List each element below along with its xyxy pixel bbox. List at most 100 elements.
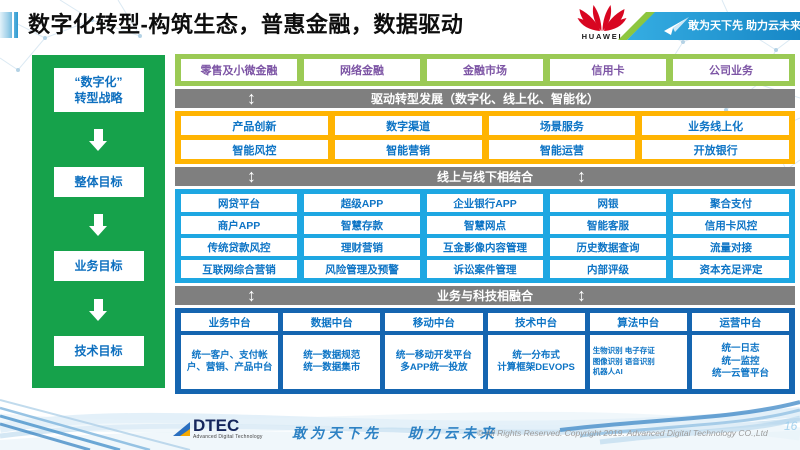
banner-slogan: 敢为天下先 助力云未来 [688, 20, 800, 32]
channels-section: 网贷平台 超级APP 企业银行APP 网银 聚合支付 商户APP 智慧存款 智慧… [175, 189, 795, 283]
title-accent-icon [0, 12, 18, 38]
platform-line: 统一客户、支付帐户、营销、产品中台 [186, 349, 273, 373]
platform-line: 统一数据规范 [303, 349, 361, 361]
huawei-flower-icon [577, 5, 627, 31]
channel-button: 风险管理及预警 [304, 260, 420, 278]
down-arrow-icon [89, 129, 107, 152]
copyright-text: © All Rights Reserved. Copyright 2019. A… [477, 428, 768, 438]
platform-column: 移动中台 统一移动开发平台 多APP统一投放 [385, 313, 483, 389]
page-number: 16 [784, 419, 798, 433]
platform-line: 机器人AI [592, 367, 623, 377]
channel-button: 资本充足评定 [673, 260, 789, 278]
business-line-button: 信用卡 [550, 59, 666, 81]
online-offline-label: 线上与线下相结合 [436, 170, 533, 184]
platform-header: 技术中台 [487, 313, 585, 331]
transform-button: 智能运营 [488, 140, 636, 159]
platform-line: 统一监控 [721, 355, 760, 367]
transform-button: 数字渠道 [334, 116, 482, 135]
down-arrow-icon [89, 298, 107, 321]
platform-content: 生物识别 电子存证 图像识别 语音识别 机器人AI [589, 335, 687, 389]
platform-line: 统一分布式 [512, 349, 560, 361]
channel-button: 诉讼案件管理 [427, 260, 543, 278]
channel-button: 聚合支付 [673, 194, 789, 212]
platform-line: 计算框架DEVOPS [497, 362, 575, 373]
platform-line: 统一数据集市 [303, 362, 361, 373]
strategy-line1: “数字化” [74, 74, 123, 89]
adtec-logo: DTEC Advanced Digital Technology [172, 416, 263, 440]
platform-column: 运营中台 统一日志 统一监控 统一云管平台 [691, 313, 790, 389]
updown-arrow-icon: ↕ [247, 166, 256, 186]
business-line-button: 零售及小微金融 [181, 59, 297, 81]
transform-section: 产品创新 数字渠道 场景服务 业务线上化 智能风控 智能营销 智能运营 开放银行 [175, 111, 795, 164]
business-line-button: 公司业务 [673, 59, 789, 81]
channel-button: 网贷平台 [181, 194, 297, 212]
updown-arrow-icon: ↕ [247, 285, 256, 305]
page-title: 数字化转型-构筑生态，普惠金融，数据驱动 [28, 12, 464, 37]
channel-button: 智慧存款 [304, 216, 420, 234]
transform-button: 开放银行 [642, 140, 789, 159]
business-line-button: 网络金融 [304, 59, 420, 81]
transform-button: 业务线上化 [642, 116, 789, 135]
platforms-section: 业务中台 统一客户、支付帐户、营销、产品中台 数据中台 统一数据规范 统一数据集… [175, 308, 795, 394]
channel-button: 超级APP [304, 194, 420, 212]
biz-tech-bar: ↕ 业务与科技相融合 ↕ [175, 285, 795, 305]
channel-button: 历史数据查询 [550, 238, 666, 256]
goal-box-technology: 技术目标 [53, 335, 144, 366]
business-lines-row: 零售及小微金融 网络金融 金融市场 信用卡 公司业务 [175, 54, 795, 86]
platform-content: 统一数据规范 统一数据集市 [283, 335, 381, 389]
drive-transform-label: 驱动转型发展（数字化、线上化、智能化） [370, 92, 599, 106]
platform-column: 技术中台 统一分布式 计算框架DEVOPS [487, 313, 585, 389]
channel-button: 互联网综合营销 [181, 260, 297, 278]
adtec-arrow-icon [173, 422, 190, 436]
channel-button: 商户APP [181, 216, 297, 234]
channel-button: 企业银行APP [427, 194, 543, 212]
sidebar-strategy-flow: “数字化” 转型战略 整体目标 业务目标 技术目标 [32, 55, 165, 388]
platform-line: 生物识别 电子存证 [592, 345, 655, 355]
down-arrow-icon [89, 213, 107, 236]
platform-column: 数据中台 统一数据规范 统一数据集市 [283, 313, 381, 389]
footer-slogan: 敢为天下先 助力云未来 [292, 425, 498, 441]
online-offline-bar: ↕ 线上与线下相结合 ↕ [175, 166, 795, 186]
platform-content: 统一日志 统一监控 统一云管平台 [691, 335, 790, 389]
huawei-logo: HUAWEI [575, 4, 629, 41]
channel-button: 流量对接 [673, 238, 789, 256]
channel-button: 互金影像内容管理 [427, 238, 543, 256]
updown-arrow-icon: ↕ [577, 285, 586, 305]
biz-tech-label: 业务与科技相融合 [436, 289, 533, 303]
drive-transform-bar: ↕ 驱动转型发展（数字化、线上化、智能化） ↕ [175, 88, 795, 108]
adtec-wordmark: DTEC [193, 416, 240, 435]
platform-column: 业务中台 统一客户、支付帐户、营销、产品中台 [181, 313, 279, 389]
channel-button: 传统贷款风控 [181, 238, 297, 256]
platform-line: 统一云管平台 [711, 368, 769, 380]
platform-content: 统一移动开发平台 多APP统一投放 [385, 335, 483, 389]
strategy-line2: 转型战略 [74, 91, 123, 105]
channel-button: 智慧网点 [427, 216, 543, 234]
platform-content: 统一分布式 计算框架DEVOPS [487, 335, 585, 389]
platform-line: 多APP统一投放 [400, 362, 468, 373]
strategy-box: “数字化” 转型战略 [53, 68, 144, 112]
goal-box-overall: 整体目标 [53, 166, 144, 197]
channel-button: 智能客服 [550, 216, 666, 234]
updown-arrow-icon: ↕ [247, 88, 256, 108]
platform-column: 算法中台 生物识别 电子存证 图像识别 语音识别 机器人AI [589, 313, 687, 389]
platform-content: 统一客户、支付帐户、营销、产品中台 [181, 335, 279, 389]
updown-arrow-icon: ↕ [577, 166, 586, 186]
platform-header: 移动中台 [385, 313, 483, 331]
transform-button: 智能营销 [334, 140, 482, 159]
huawei-wordmark: HUAWEI [581, 32, 623, 41]
platform-line: 图像识别 语音识别 [592, 356, 655, 366]
platform-header: 业务中台 [181, 313, 279, 331]
transform-button: 智能风控 [181, 140, 328, 159]
business-line-button: 金融市场 [427, 59, 543, 81]
platform-line: 统一日志 [721, 343, 760, 355]
transform-button: 场景服务 [488, 116, 636, 135]
transform-button: 产品创新 [181, 116, 328, 135]
channel-button: 理财营销 [304, 238, 420, 256]
channel-button: 内部评级 [550, 260, 666, 278]
platform-header: 算法中台 [589, 313, 687, 331]
adtec-subtext: Advanced Digital Technology [193, 434, 263, 440]
platform-header: 运营中台 [691, 313, 790, 331]
goal-box-business: 业务目标 [53, 251, 144, 282]
updown-arrow-icon: ↕ [577, 88, 586, 108]
